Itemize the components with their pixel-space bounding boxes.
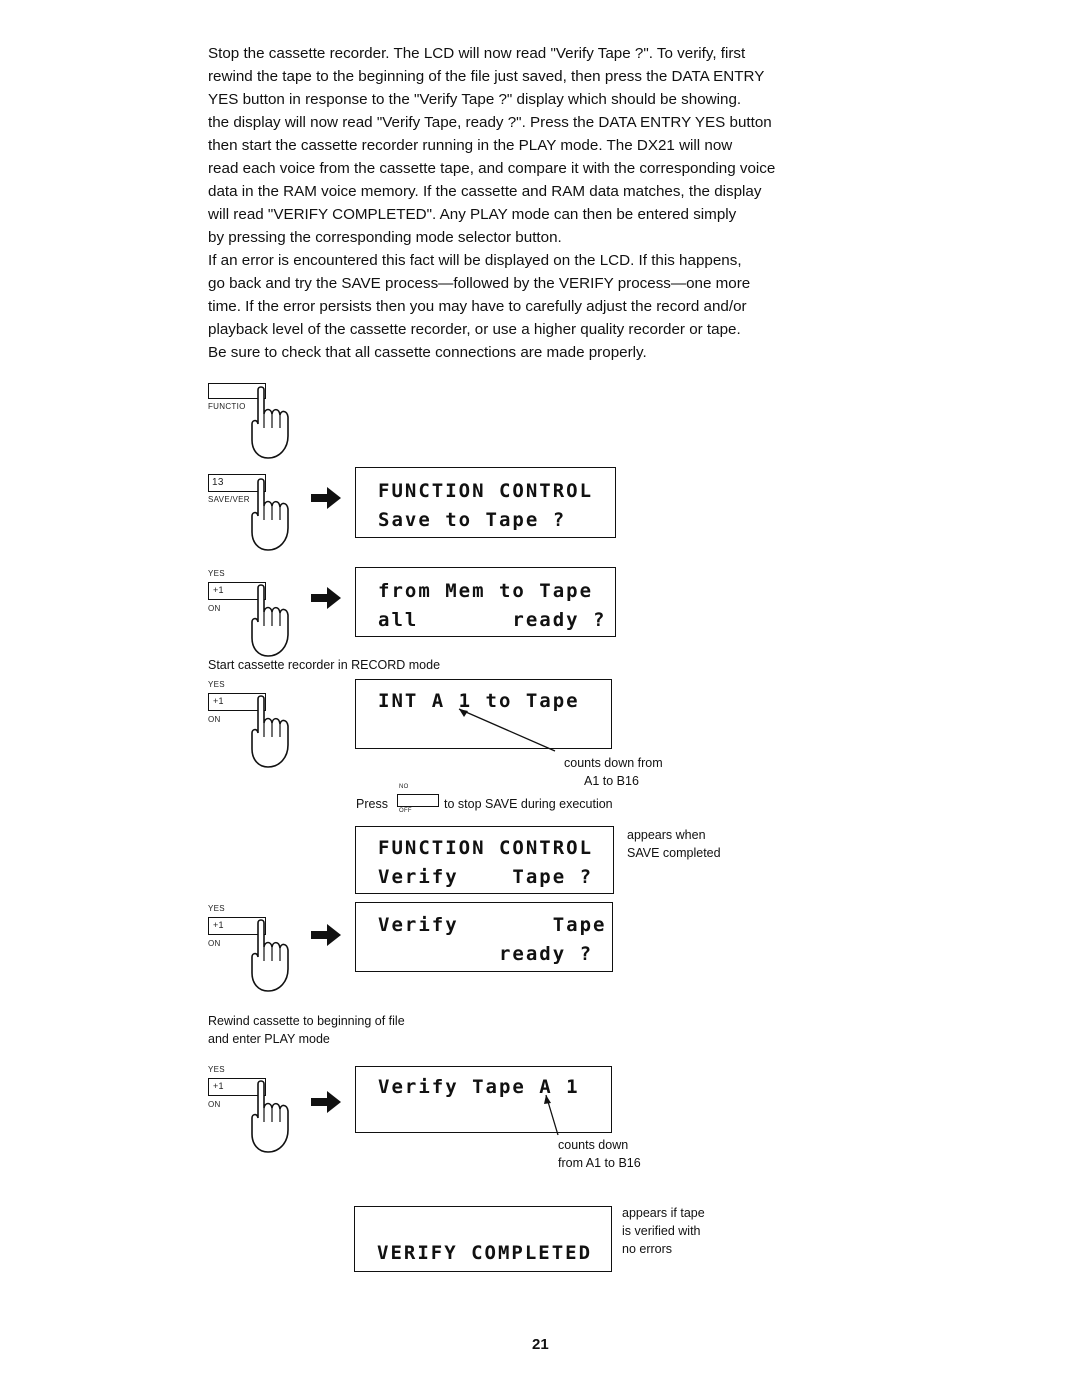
caption-rewind: Rewind cassette to beginning of file and… [208,1012,405,1048]
arrow-right-icon [311,487,341,509]
yes-button[interactable] [208,1078,266,1096]
text-line: read each voice from the cassette tape, … [208,160,776,177]
caption-counts-down: counts down from A1 to B16 [564,754,663,790]
on-label: ON [208,715,221,724]
text-line: If an error is encountered this fact wil… [208,252,742,269]
text-line: Be sure to check that all cassette conne… [208,344,647,361]
pointing-hand-icon [251,1080,289,1153]
caption-appears-if: appears if tape is verified with no erro… [622,1204,705,1258]
lcd-int-a1: INT A 1 to Tape [355,679,612,749]
yes-label: YES [208,904,225,913]
caption-line: and enter PLAY mode [208,1032,330,1046]
lcd-verify-tape-a1: Verify Tape A 1 [355,1066,612,1133]
yes-button[interactable] [208,917,266,935]
save-verify-label: SAVE/VER [208,495,250,504]
yes-button[interactable] [208,582,266,600]
caption-line: Rewind cassette to beginning of file [208,1014,405,1028]
lcd-line-1: from Mem to Tape [378,580,594,602]
text-line: Stop the cassette recorder. The LCD will… [208,45,746,62]
caption-line: from A1 to B16 [558,1156,641,1170]
text-line: will read "VERIFY COMPLETED". Any PLAY m… [208,206,737,223]
yes-label: YES [208,1065,225,1074]
lcd-line-1: INT A 1 to Tape [378,690,580,712]
caption-line: counts down from [564,756,663,770]
lcd-line-1: FUNCTION CONTROL [378,837,594,859]
lcd-function-verify: FUNCTION CONTROL Verify Tape ? [355,826,614,894]
yes-button[interactable] [208,693,266,711]
text-line: YES button in response to the "Verify Ta… [208,91,742,108]
text-line: by pressing the corresponding mode selec… [208,229,562,246]
caption-counts-down: counts down from A1 to B16 [558,1136,641,1172]
text-line: the display will now read "Verify Tape, … [208,114,772,131]
save-verify-number: 13 [212,477,224,488]
text-line: playback level of the cassette recorder,… [208,321,741,338]
caption-start-record: Start cassette recorder in RECORD mode [208,658,441,672]
lcd-verify-completed: VERIFY COMPLETED [354,1206,612,1272]
caption-line: A1 to B16 [584,774,639,788]
yes-key-symbol: +1 [213,585,224,595]
page-number: 21 [532,1336,549,1353]
paragraph-verify-instructions: Stop the cassette recorder. The LCD will… [208,42,886,249]
arrow-right-icon [311,1091,341,1113]
text-line: then start the cassette recorder running… [208,137,733,154]
on-label: ON [208,604,221,613]
caption-line: SAVE completed [627,846,721,860]
lcd-line-2: Save to Tape ? [378,509,567,531]
arrow-right-icon [311,587,341,609]
yes-label: YES [208,680,225,689]
lcd-line-1: Verify Tape A 1 [378,1076,580,1098]
no-button[interactable] [397,794,439,807]
yes-key-symbol: +1 [213,1081,224,1091]
caption-appears-when: appears when SAVE completed [627,826,721,862]
off-label: OFF [399,808,412,814]
save-verify-button[interactable] [208,474,266,492]
text-line: time. If the error persists then you may… [208,298,747,315]
no-label: NO [399,784,409,790]
caption-press: Press [356,797,388,811]
pointer-line [458,708,556,752]
yes-key-symbol: +1 [213,696,224,706]
pointing-hand-icon [251,919,289,992]
lcd-function-save: FUNCTION CONTROL Save to Tape ? [355,467,616,538]
text-line: rewind the tape to the beginning of the … [208,68,765,85]
paragraph-error-handling: If an error is encountered this fact wil… [208,249,886,364]
caption-line: no errors [622,1242,673,1256]
caption-line: is verified with [622,1224,701,1238]
lcd-from-mem: from Mem to Tape all ready ? [355,567,616,637]
caption-stop-save: to stop SAVE during execution [444,797,613,811]
lcd-line-2: VERIFY COMPLETED [377,1242,593,1264]
caption-line: counts down [558,1138,629,1152]
text-line: go back and try the SAVE process—followe… [208,275,751,292]
pointing-hand-icon [251,584,289,657]
on-label: ON [208,1100,221,1109]
lcd-line-2: Verify Tape ? [378,866,594,888]
lcd-line-2: ready ? [378,943,594,965]
lcd-verify-ready: Verify Tape ready ? [355,902,613,972]
text-line: data in the RAM voice memory. If the cas… [208,183,762,200]
pointing-hand-icon [251,386,289,459]
lcd-line-1: Verify Tape [378,914,607,936]
pointer-line [544,1094,559,1136]
yes-label: YES [208,569,225,578]
caption-line: appears when [627,828,706,842]
lcd-line-2: all ready ? [378,609,607,631]
arrow-right-icon [311,924,341,946]
lcd-line-1: FUNCTION CONTROL [378,480,594,502]
on-label: ON [208,939,221,948]
pointing-hand-icon [251,478,289,551]
pointing-hand-icon [251,695,289,768]
caption-line: appears if tape [622,1206,705,1220]
function-button[interactable] [208,383,266,399]
yes-key-symbol: +1 [213,920,224,930]
function-button-label: FUNCTIO [208,402,246,411]
